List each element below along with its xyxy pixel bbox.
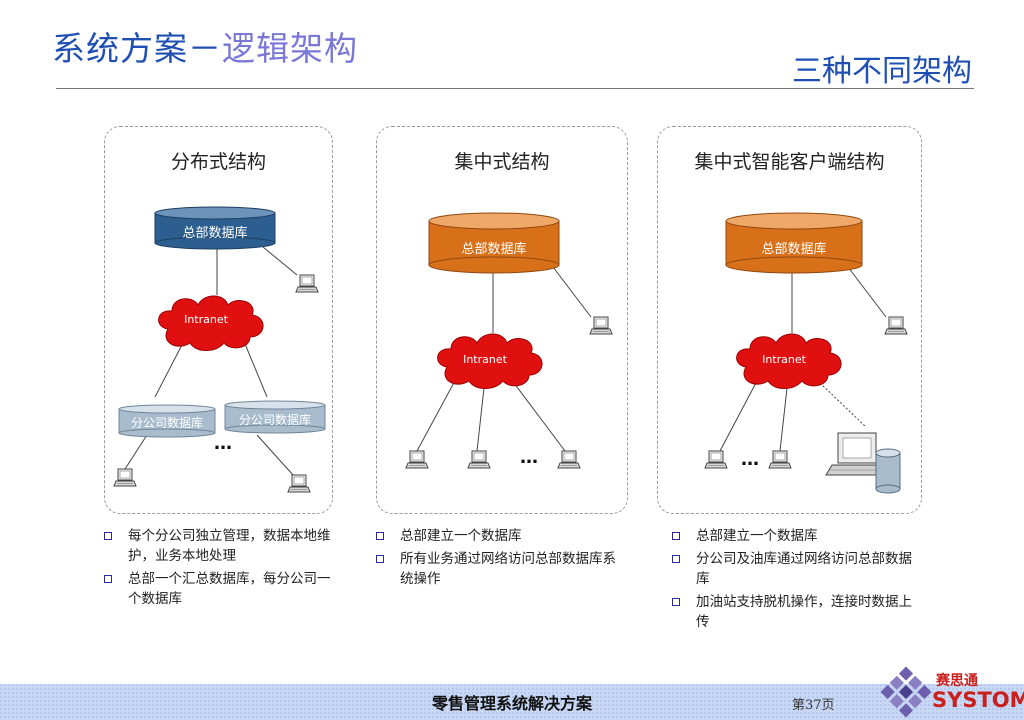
footer-band [0, 684, 1024, 720]
branch-db-label: 分公司数据库 [239, 412, 311, 427]
bullet-square-icon [376, 555, 384, 563]
bullet-item: 总部一个汇总数据库，每分公司一个数据库 [104, 569, 340, 609]
logo-chinese-name: 赛思通 [936, 673, 978, 689]
panel-title: 分布式结构 [170, 151, 266, 173]
page-number: 第37页 [792, 698, 835, 713]
bullet-item: 所有业务通过网络访问总部数据库系统操作 [376, 549, 628, 589]
smart-client-diagram: 总部数据库 Intranet … [704, 212, 908, 494]
intranet-label: Intranet [762, 353, 807, 366]
more-ellipsis: … [741, 449, 759, 470]
bullet-item: 总部建立一个数据库 [672, 526, 924, 546]
centralized-bullets: 总部建立一个数据库 所有业务通过网络访问总部数据库系统操作 [376, 526, 628, 592]
bullet-square-icon [104, 532, 112, 540]
intranet-label: Intranet [463, 353, 508, 366]
distributed-bullets: 每个分公司独立管理，数据本地维护，业务本地处理 总部一个汇总数据库，每分公司一个… [104, 526, 340, 612]
bullet-item: 每个分公司独立管理，数据本地维护，业务本地处理 [104, 526, 340, 566]
computer-icon [113, 468, 137, 487]
branch-db-cylinder: 分公司数据库 [224, 400, 326, 434]
bullet-square-icon [672, 532, 680, 540]
computer-icon [467, 450, 491, 469]
bullet-square-icon [672, 555, 680, 563]
panel-distributed: 分布式结构 总部数据库 Intranet 分公司数据库 [104, 126, 333, 514]
computer-icon [405, 450, 429, 469]
bullet-item: 总部建立一个数据库 [376, 526, 628, 546]
title-accent: 逻辑架构 [222, 29, 358, 68]
panel-centralized: 集中式结构 总部数据库 Intranet … [376, 126, 628, 514]
more-ellipsis: … [520, 447, 538, 468]
intranet-cloud: Intranet [437, 333, 543, 389]
title-divider [56, 88, 974, 89]
panel-title: 集中式智能客户端结构 [694, 151, 885, 173]
computer-icon [884, 316, 908, 335]
hq-db-label: 总部数据库 [461, 241, 526, 257]
bullet-item: 加油站支持脱机操作，连接时数据上传 [672, 592, 924, 632]
computer-icon [295, 274, 319, 293]
systom-logo-icon [880, 666, 932, 718]
hq-db-cylinder: 总部数据库 [428, 212, 560, 274]
computer-icon [557, 450, 581, 469]
computer-icon [589, 316, 613, 335]
hq-db-label: 总部数据库 [182, 225, 247, 241]
centralized-diagram: 总部数据库 Intranet … [405, 212, 613, 469]
panel-smart-client: 集中式智能客户端结构 总部数据库 Intranet … [657, 126, 922, 514]
bullet-square-icon [672, 598, 680, 606]
computer-icon [768, 450, 792, 469]
hq-db-label: 总部数据库 [761, 241, 826, 257]
bullet-square-icon [104, 575, 112, 583]
hq-db-cylinder: 总部数据库 [725, 212, 863, 274]
branch-db-cylinder: 分公司数据库 [118, 404, 216, 438]
smart-client-bullets: 总部建立一个数据库 分公司及油库通过网络访问总部数据库 加油站支持脱机操作，连接… [672, 526, 924, 635]
page-title: 系统方案－逻辑架构 [52, 22, 358, 70]
intranet-cloud: Intranet [736, 333, 842, 389]
page-subtitle: 三种不同架构 [792, 54, 972, 89]
distributed-diagram: 总部数据库 Intranet 分公司数据库 分公司数据库 … [113, 206, 326, 493]
bullet-item: 分公司及油库通过网络访问总部数据库 [672, 549, 924, 589]
computer-icon [704, 450, 728, 469]
logo-english-name: SYSTOM [932, 688, 1024, 712]
bullet-square-icon [376, 532, 384, 540]
branch-db-label: 分公司数据库 [131, 415, 203, 430]
intranet-cloud: Intranet [158, 295, 264, 351]
computer-icon [287, 474, 311, 493]
intranet-label: Intranet [184, 313, 229, 326]
title-main: 系统方案－ [52, 29, 222, 68]
more-ellipsis: … [214, 433, 232, 454]
hq-db-cylinder: 总部数据库 [154, 206, 276, 250]
footer-title: 零售管理系统解决方案 [431, 694, 592, 713]
panel-title: 集中式结构 [454, 151, 550, 173]
smart-client-workstation-icon [825, 432, 901, 494]
